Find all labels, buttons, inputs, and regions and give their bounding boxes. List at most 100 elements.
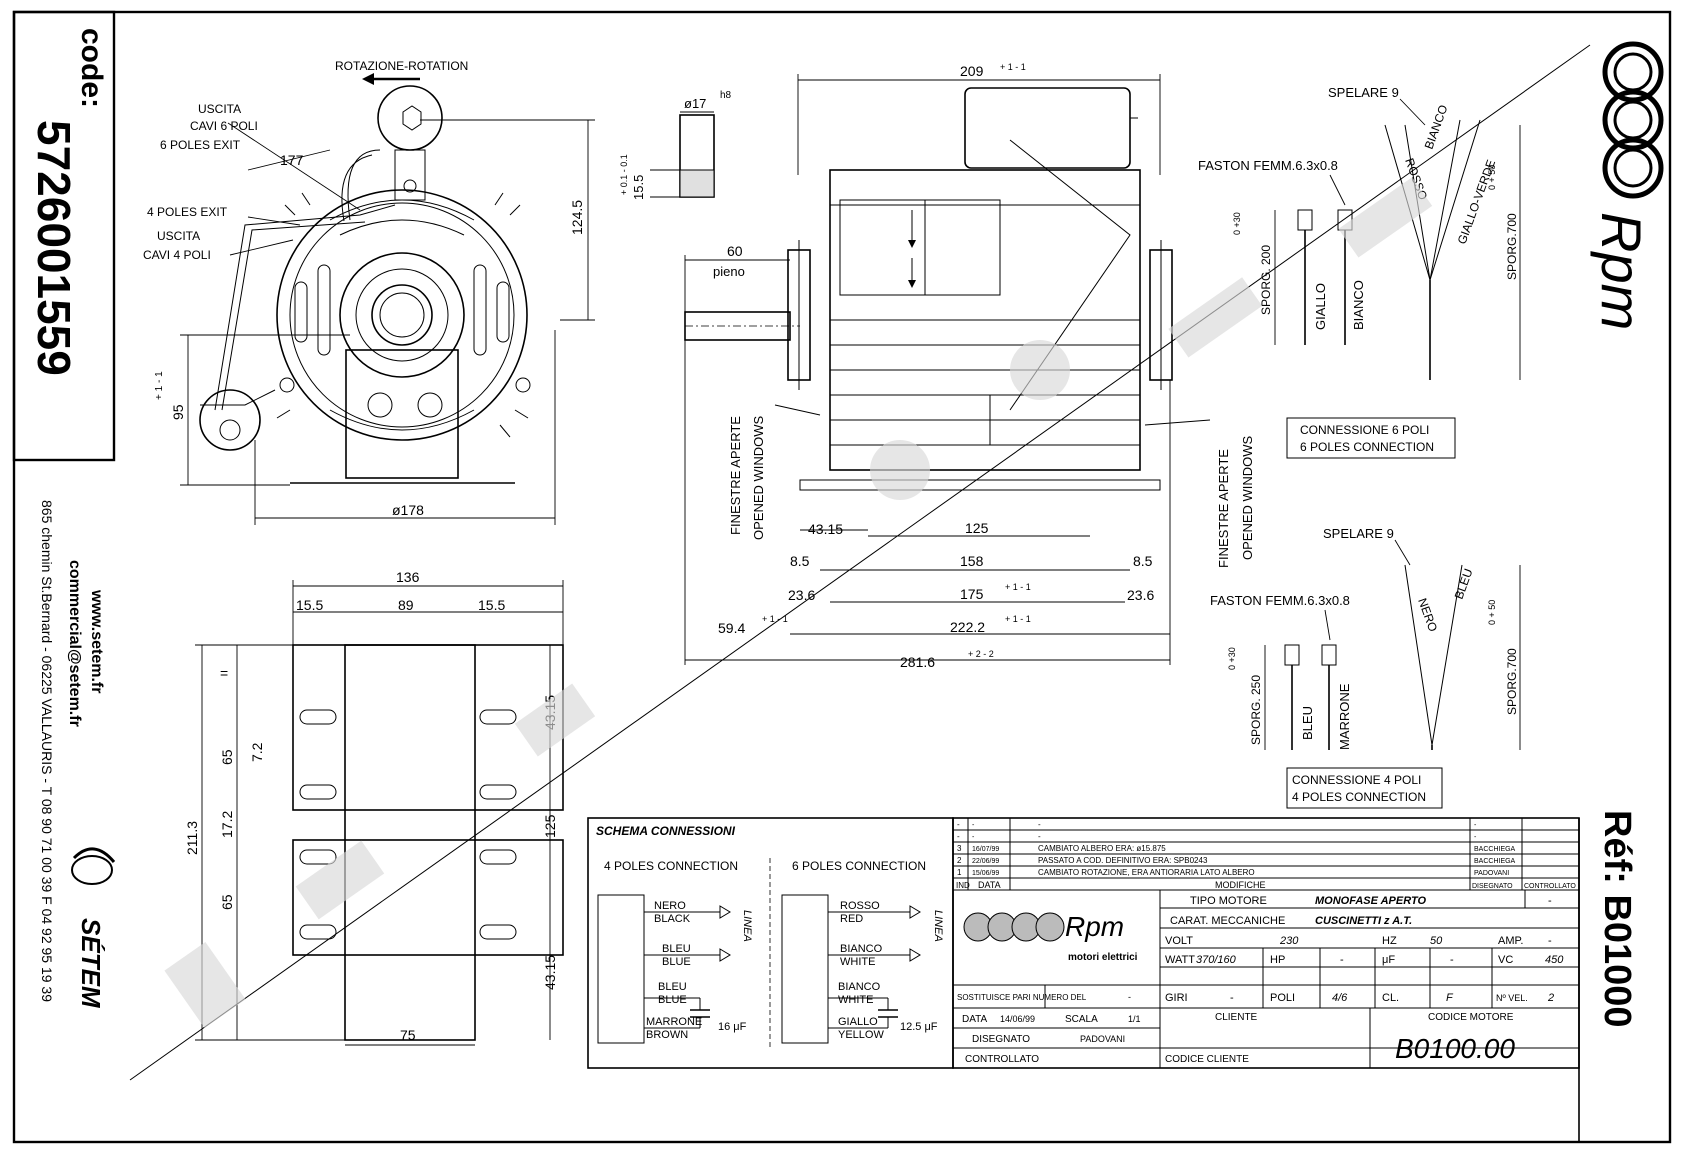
- sidebar: code: 5726001559 www.setem.fr commercial…: [28, 28, 116, 1009]
- c6-sporg-long: SPORG.700: [1505, 213, 1519, 280]
- dis-label: DISEGNATO: [972, 1034, 1030, 1045]
- c4-sporg-tol: 0 +30: [1227, 647, 1237, 670]
- exit4-it-1: USCITA: [157, 229, 200, 243]
- p4-w3a: BLEU: [658, 981, 687, 993]
- dim-65-top: 65: [219, 749, 235, 765]
- p6-w2a: BIANCO: [840, 943, 883, 955]
- c4-sporg-long: SPORG.700: [1505, 648, 1519, 715]
- rev-data: 15/06/99: [972, 870, 999, 877]
- rev-ind: -: [957, 832, 960, 841]
- dim-7-2: 7.2: [249, 742, 265, 762]
- code-label: code:: [75, 28, 108, 108]
- rev-desc: -: [1038, 820, 1041, 829]
- tipo-val: MONOFASE APERTO: [1315, 895, 1426, 907]
- dim-75: 75: [400, 1027, 416, 1043]
- dim-43-15-bot: 43.15: [542, 955, 558, 990]
- hdr-data: DATA: [978, 880, 1001, 890]
- schema-6poles: 6 POLES CONNECTION: [792, 859, 926, 873]
- volt-val: 230: [1279, 935, 1299, 947]
- windows-1b: OPENED WINDOWS: [751, 415, 766, 540]
- hdr-ind: IND: [956, 881, 970, 890]
- p4-cap: 16 μF: [718, 1021, 747, 1033]
- p4-w3b: BLUE: [658, 994, 687, 1006]
- poli-label: POLI: [1270, 992, 1295, 1004]
- c4-title-it: CONNESSIONE 4 POLI: [1292, 773, 1421, 787]
- p6-w2b: WHITE: [840, 956, 875, 968]
- schema-title: SCHEMA CONNESSIONI: [596, 824, 736, 838]
- giri-label: GIRI: [1165, 992, 1188, 1004]
- rpm-logo-icon: [963, 912, 1065, 942]
- cl-label: CL.: [1382, 992, 1399, 1004]
- c4-sporg-long-tol: 0 + 50: [1487, 600, 1497, 625]
- rev-ind: -: [957, 820, 960, 829]
- c4-fan2: BLEU: [1452, 567, 1476, 601]
- rev-data: 16/07/99: [972, 846, 999, 853]
- giri-val: -: [1230, 992, 1234, 1004]
- rev-data: -: [972, 834, 975, 841]
- email: commercial@setem.fr: [66, 560, 83, 727]
- dim-95: 95: [170, 404, 186, 420]
- c6-wire1: GIALLO: [1313, 283, 1328, 330]
- dim-59-4: 59.4: [718, 620, 745, 636]
- c4-sporg: SPORG. 250: [1249, 675, 1263, 745]
- address: 865 chemin St.Bernard - 06225 VALLAURIS …: [39, 500, 55, 1002]
- c6-sporg: SPORG. 200: [1259, 245, 1273, 315]
- base-plate: 136 15.5 89 15.5 211.3 = 65 7.2 17.2: [184, 569, 564, 1046]
- rev-desc: CAMBIATO ALBERO ERA: ø15.875: [1038, 844, 1166, 853]
- dis-val: PADOVANI: [1080, 1034, 1125, 1044]
- tipo-dash: -: [1548, 895, 1552, 907]
- shaft-dia: ø17: [684, 96, 706, 111]
- title-block: - - - - - - - - 3 16/07/99 CAMBIATO ALBERO ERA: ø1…: [952, 817, 1580, 1069]
- p4-w4b: BROWN: [646, 1029, 688, 1041]
- scala-label: SCALA: [1065, 1014, 1098, 1025]
- poli-val: 4/6: [1332, 992, 1348, 1004]
- rev-desc: PASSATO A COD. DEFINITIVO ERA: SPB0243: [1038, 856, 1208, 865]
- c6-fan2: BIANCO: [1422, 103, 1451, 151]
- logo-text: Rpm: [1065, 911, 1124, 942]
- exit6-en: 6 POLES EXIT: [160, 138, 241, 152]
- carat-label: CARAT. MECCANICHE: [1170, 915, 1285, 927]
- hdr-ctrl: CONTROLLATO: [1524, 883, 1576, 890]
- watt-val: 370/160: [1196, 954, 1237, 966]
- p6-w1a: ROSSO: [840, 900, 880, 912]
- exit4-en: 4 POLES EXIT: [147, 205, 228, 219]
- volt-label: VOLT: [1165, 935, 1193, 947]
- c6-sporg-tol: 0 +30: [1232, 212, 1242, 235]
- tol-209: + 1 - 1: [1000, 62, 1026, 72]
- dim-8-5-r: 8.5: [1133, 553, 1153, 569]
- diagonal-line: [129, 44, 1591, 1081]
- dim-158: 158: [960, 553, 984, 569]
- rev-desc: -: [1038, 832, 1041, 841]
- drawing-frame: [12, 10, 1672, 1144]
- dim-125-front: 125: [965, 520, 989, 536]
- rev-by: PADOVANI: [1474, 870, 1509, 877]
- vel-val: 2: [1547, 992, 1554, 1004]
- vc-label: VC: [1498, 954, 1513, 966]
- c6-title-it: CONNESSIONE 6 POLI: [1300, 423, 1429, 437]
- p4-linea: LINEA: [741, 910, 753, 942]
- c6-title-en: 6 POLES CONNECTION: [1300, 440, 1434, 454]
- dim-89: 89: [398, 597, 414, 613]
- p6-w3a: BIANCO: [838, 981, 881, 993]
- data-val: 14/06/99: [1000, 1014, 1035, 1024]
- rev-by: -: [1474, 822, 1477, 829]
- rpm-brand-text: Rpm: [1590, 212, 1653, 330]
- rev-ind: 3: [957, 844, 962, 853]
- setem-logo-icon: [71, 847, 116, 885]
- rev-by: BACCHIEGA: [1474, 846, 1516, 853]
- tol-175: + 1 - 1: [1005, 582, 1031, 592]
- c4-title-en: 4 POLES CONNECTION: [1292, 790, 1426, 804]
- watt-label: WATT: [1165, 954, 1195, 966]
- rotation-label: ROTAZIONE-ROTATION: [335, 59, 468, 73]
- dim-60: 60: [727, 243, 743, 259]
- shaft-flat: 15.5: [631, 175, 646, 200]
- dim-23-6-l: 23.6: [788, 587, 815, 603]
- ctrl-label: CONTROLLATO: [965, 1054, 1039, 1065]
- amp-label: AMP.: [1498, 935, 1523, 947]
- brand-name: SÉTEM: [76, 918, 106, 1009]
- codcli-label: CODICE CLIENTE: [1165, 1054, 1249, 1065]
- c4-wire2: MARRONE: [1337, 683, 1352, 750]
- dim-281-6: 281.6: [900, 654, 935, 670]
- hz-val: 50: [1430, 935, 1443, 947]
- dim-124-5: 124.5: [569, 200, 585, 235]
